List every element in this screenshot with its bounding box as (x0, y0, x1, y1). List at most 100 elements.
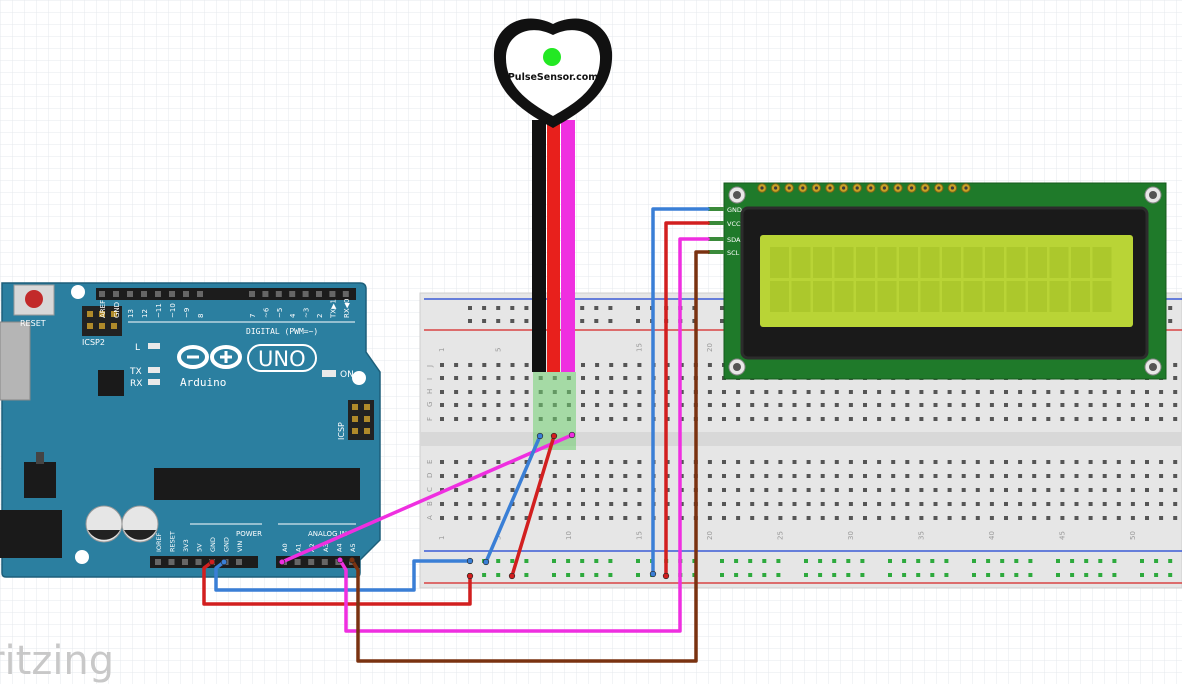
breadboard-hole (566, 460, 571, 464)
breadboard-hole (919, 474, 924, 478)
lcd-char-cell (1028, 281, 1047, 312)
header-pin (127, 291, 133, 297)
breadboard-hole (820, 417, 825, 421)
breadboard-hole (1102, 460, 1107, 464)
breadboard-hole (524, 516, 529, 520)
rail-hole (1140, 573, 1144, 577)
breadboard-hole (891, 474, 896, 478)
rail-hole (552, 559, 556, 563)
breadboard-hole (722, 488, 726, 492)
breadboard-hole (581, 376, 585, 380)
breadboard-hole (468, 376, 473, 380)
breadboard-hole (1173, 417, 1178, 421)
rail-hole (468, 306, 472, 310)
icsp-pin (364, 416, 370, 422)
breadboard-hole (722, 403, 726, 407)
breadboard-hole (834, 390, 839, 394)
breadboard-hole (468, 403, 473, 407)
icsp-pin (111, 323, 117, 329)
breadboard-hole (482, 516, 487, 520)
lcd-char-cell (942, 281, 961, 312)
header-pin (249, 291, 255, 297)
lcd-pin-label: SCL (727, 249, 740, 257)
breadboard-hole (1102, 474, 1107, 478)
breadboard-hole (538, 502, 543, 506)
breadboard-hole (609, 516, 614, 520)
rail-hole (580, 319, 585, 323)
breadboard-hole (764, 488, 769, 492)
rail-hole (1168, 559, 1173, 563)
breadboard-hole (637, 502, 642, 506)
breadboard-hole (792, 474, 797, 478)
rail-hole (1014, 573, 1019, 577)
lcd-header-hole (760, 186, 764, 190)
breadboard-hole (1159, 502, 1164, 506)
breadboard-hole (581, 516, 585, 520)
breadboard-hole (1088, 502, 1093, 506)
lcd-header-hole (814, 186, 819, 190)
breadboard-hole (637, 376, 642, 380)
breadboard-hole (877, 516, 882, 520)
breadboard-hole (496, 488, 501, 492)
rail-hole (762, 573, 767, 577)
led-l-label: L (135, 343, 140, 353)
breadboard-hole (1116, 502, 1121, 506)
header-pin (329, 291, 336, 297)
breadboard-hole (609, 390, 614, 394)
power-pin-label: 5V (196, 543, 204, 552)
breadboard-hole (482, 390, 487, 394)
power-pin-label: RESET (169, 531, 177, 552)
breadboard-hole (1088, 390, 1093, 394)
breadboard-hole (834, 403, 839, 407)
breadboard-hole (524, 390, 529, 394)
digital-pin-label: 4 (289, 313, 297, 318)
breadboard-hole (989, 403, 994, 407)
usb-chip (98, 370, 124, 396)
breadboard-hole (482, 376, 487, 380)
breadboard-hole (863, 403, 867, 407)
column-number: 30 (847, 531, 855, 540)
rail-hole (580, 573, 585, 577)
breadboard-hole (1032, 390, 1037, 394)
rail-hole (524, 306, 529, 310)
icsp-pin (87, 323, 93, 329)
breadboard-hole (496, 502, 501, 506)
breadboard-hole (863, 488, 867, 492)
breadboard-hole (581, 390, 585, 394)
lcd-char-cell (985, 247, 1004, 278)
breadboard-hole (510, 376, 515, 380)
breadboard-hole (595, 460, 600, 464)
breadboard-hole (524, 474, 529, 478)
rail-hole (1028, 559, 1033, 563)
rail-hole (846, 573, 851, 577)
breadboard-hole (581, 502, 585, 506)
breadboard-hole (722, 390, 726, 394)
breadboard-hole (1060, 502, 1065, 506)
breadboard-hole (764, 403, 769, 407)
row-letter: D (426, 473, 434, 478)
breadboard-hole (482, 474, 487, 478)
wire-scl-brown (350, 250, 710, 663)
breadboard-hole (736, 417, 741, 421)
rail-hole (986, 559, 991, 563)
breadboard-hole (454, 403, 459, 407)
breadboard-hole (1032, 516, 1037, 520)
breadboard-hole (750, 474, 755, 478)
digital-pin-label: ~10 (169, 303, 177, 318)
breadboard-hole (524, 488, 529, 492)
analog-pin-label: A5 (349, 543, 357, 552)
lcd-header-hole (842, 186, 846, 190)
row-letter: I (426, 378, 434, 380)
breadboard-hole (1004, 417, 1008, 421)
lcd-char-cell (856, 281, 875, 312)
breadboard-hole (750, 390, 755, 394)
breadboard-hole (496, 403, 501, 407)
rail-hole (1112, 573, 1117, 577)
breadboard-hole (961, 516, 966, 520)
breadboard-hole (1046, 502, 1051, 506)
rail-hole (1000, 559, 1005, 563)
column-number: 5 (494, 536, 502, 540)
lcd-header-hole (964, 186, 968, 190)
column-number: 45 (1058, 531, 1066, 540)
breadboard-hole (496, 390, 501, 394)
